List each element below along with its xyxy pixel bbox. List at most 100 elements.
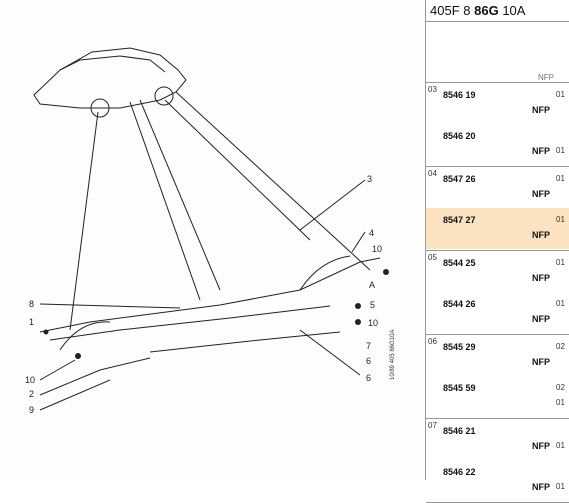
part-row[interactable]: 8546 20 NFP 01 xyxy=(426,124,569,165)
quantity: 01 xyxy=(556,258,565,267)
rear-wheel-arch xyxy=(299,255,351,291)
callout-label: 2 xyxy=(29,389,35,399)
part-reference: 8546 20 xyxy=(443,131,476,141)
part-reference: 8544 25 xyxy=(443,258,476,268)
callout-label: A xyxy=(369,280,376,290)
part-row[interactable]: 8546 21 NFP 01 xyxy=(426,419,569,460)
parts-diagram: 3 4 10 A 8 5 10 1 2 7 6 6 10 9 10/89 405… xyxy=(25,47,396,415)
front-arch-trim xyxy=(39,357,151,396)
leader-line-rear-2 xyxy=(175,91,371,271)
car-rear-wheel xyxy=(154,86,174,106)
callout-label: 6 xyxy=(366,356,372,366)
availability-flag: NFP xyxy=(532,273,550,283)
callout-line-6 xyxy=(299,329,361,376)
car-front-wheel xyxy=(90,98,110,118)
group-index: 04 xyxy=(428,169,437,178)
lower-strip xyxy=(149,331,341,353)
header-gap: NFP xyxy=(426,22,569,83)
group-index: 05 xyxy=(428,253,437,262)
callout-label: 6 xyxy=(366,373,372,383)
quantity: 01 xyxy=(556,215,565,224)
part-row[interactable]: 8545 29 NFP 02 xyxy=(426,335,569,376)
availability-flag: NFP xyxy=(532,314,550,324)
group-index: 07 xyxy=(428,421,437,430)
upper-moulding xyxy=(39,257,381,333)
availability-flag: NFP xyxy=(532,105,550,115)
callout-line-3 xyxy=(299,179,366,231)
group-index: 03 xyxy=(428,85,437,94)
callout-line-8 xyxy=(39,303,181,309)
header-model: 86G xyxy=(474,3,499,18)
truncated-text: NFP xyxy=(538,73,554,82)
availability-flag: NFP xyxy=(532,146,550,156)
availability-flag: NFP xyxy=(532,482,550,492)
part-reference: 8546 21 xyxy=(443,426,476,436)
part-reference: 8545 29 xyxy=(443,342,476,352)
part-group: 04 8547 26 NFP 01 8547 27 NFP 01 xyxy=(426,167,569,251)
callout-label: 5 xyxy=(370,300,376,310)
quantity-secondary: 01 xyxy=(556,398,565,407)
part-group: 05 8544 25 NFP 01 8544 26 NFP 01 xyxy=(426,251,569,335)
availability-flag: NFP xyxy=(532,357,550,367)
part-group: 03 8546 19 NFP 01 8546 20 NFP 01 xyxy=(426,83,569,167)
front-wheel-arch xyxy=(59,321,111,351)
part-reference: 8547 27 xyxy=(443,215,476,225)
part-row[interactable]: 8546 19 NFP 01 xyxy=(426,83,569,124)
part-reference: 8544 26 xyxy=(443,299,476,309)
panel-header: 405F 8 86G 10A xyxy=(426,0,569,22)
clip-fastener-5 xyxy=(43,329,49,335)
drawing-stamp: 10/89 405 86G10A xyxy=(390,329,396,380)
leader-line-rear xyxy=(164,99,311,241)
header-suffix: 10A xyxy=(502,3,526,18)
availability-flag: NFP xyxy=(532,189,550,199)
callout-label: 9 xyxy=(29,405,35,415)
quantity: 02 xyxy=(556,342,565,351)
clip-fastener-2 xyxy=(355,303,361,309)
callout-line-10-left xyxy=(39,359,76,381)
leader-line-door-2 xyxy=(139,99,221,291)
quantity-secondary: 01 xyxy=(556,441,565,450)
car-outline xyxy=(33,47,187,109)
availability-flag: NFP xyxy=(532,441,550,451)
quantity: 02 xyxy=(556,383,565,392)
callout-line-4 xyxy=(351,231,366,253)
callout-label: 10 xyxy=(368,318,379,328)
callout-label: 8 xyxy=(29,299,35,309)
car-windows xyxy=(59,55,166,73)
leader-line-door xyxy=(129,101,201,301)
quantity: 01 xyxy=(556,90,565,99)
part-row[interactable]: 8544 26 NFP 01 xyxy=(426,292,569,333)
part-row[interactable]: 8546 22 NFP 01 xyxy=(426,460,569,501)
clip-fastener-3 xyxy=(355,319,361,325)
quantity: 01 xyxy=(556,299,565,308)
leader-line-front xyxy=(69,111,99,331)
part-group: 07 8546 21 NFP 01 8546 22 NFP 01 xyxy=(426,419,569,503)
exploded-view-drawing xyxy=(33,47,389,411)
parts-groups: 03 8546 19 NFP 01 8546 20 NFP 01 04 8547 26 NFP 01… xyxy=(426,83,569,503)
part-row[interactable]: 8544 25 NFP 01 xyxy=(426,251,569,292)
sill-moulding xyxy=(49,305,331,341)
part-row[interactable]: 8547 27 NFP 01 xyxy=(426,208,569,249)
quantity-secondary: 01 xyxy=(556,482,565,491)
part-reference: 8546 22 xyxy=(443,467,476,477)
callout-label: 7 xyxy=(366,341,372,351)
quantity: 01 xyxy=(556,174,565,183)
part-row[interactable]: 8547 26 NFP 01 xyxy=(426,167,569,208)
header-prefix: 405F 8 xyxy=(430,3,471,18)
callout-label: 10 xyxy=(25,375,36,385)
part-reference: 8545 59 xyxy=(443,383,476,393)
quantity-secondary: 01 xyxy=(556,146,565,155)
clip-fastener-4 xyxy=(75,353,81,359)
availability-flag: NFP xyxy=(532,230,550,240)
group-index: 06 xyxy=(428,337,437,346)
part-reference: 8547 26 xyxy=(443,174,476,184)
callout-label: 1 xyxy=(29,317,35,327)
lower-trim xyxy=(39,379,111,411)
part-reference: 8546 19 xyxy=(443,90,476,100)
callout-label: 4 xyxy=(369,228,375,238)
part-row[interactable]: 8545 59 02 01 xyxy=(426,376,569,417)
callout-label: 10 xyxy=(372,244,383,254)
clip-fastener-1 xyxy=(383,269,389,275)
part-group: 06 8545 29 NFP 02 8545 59 02 01 xyxy=(426,335,569,419)
